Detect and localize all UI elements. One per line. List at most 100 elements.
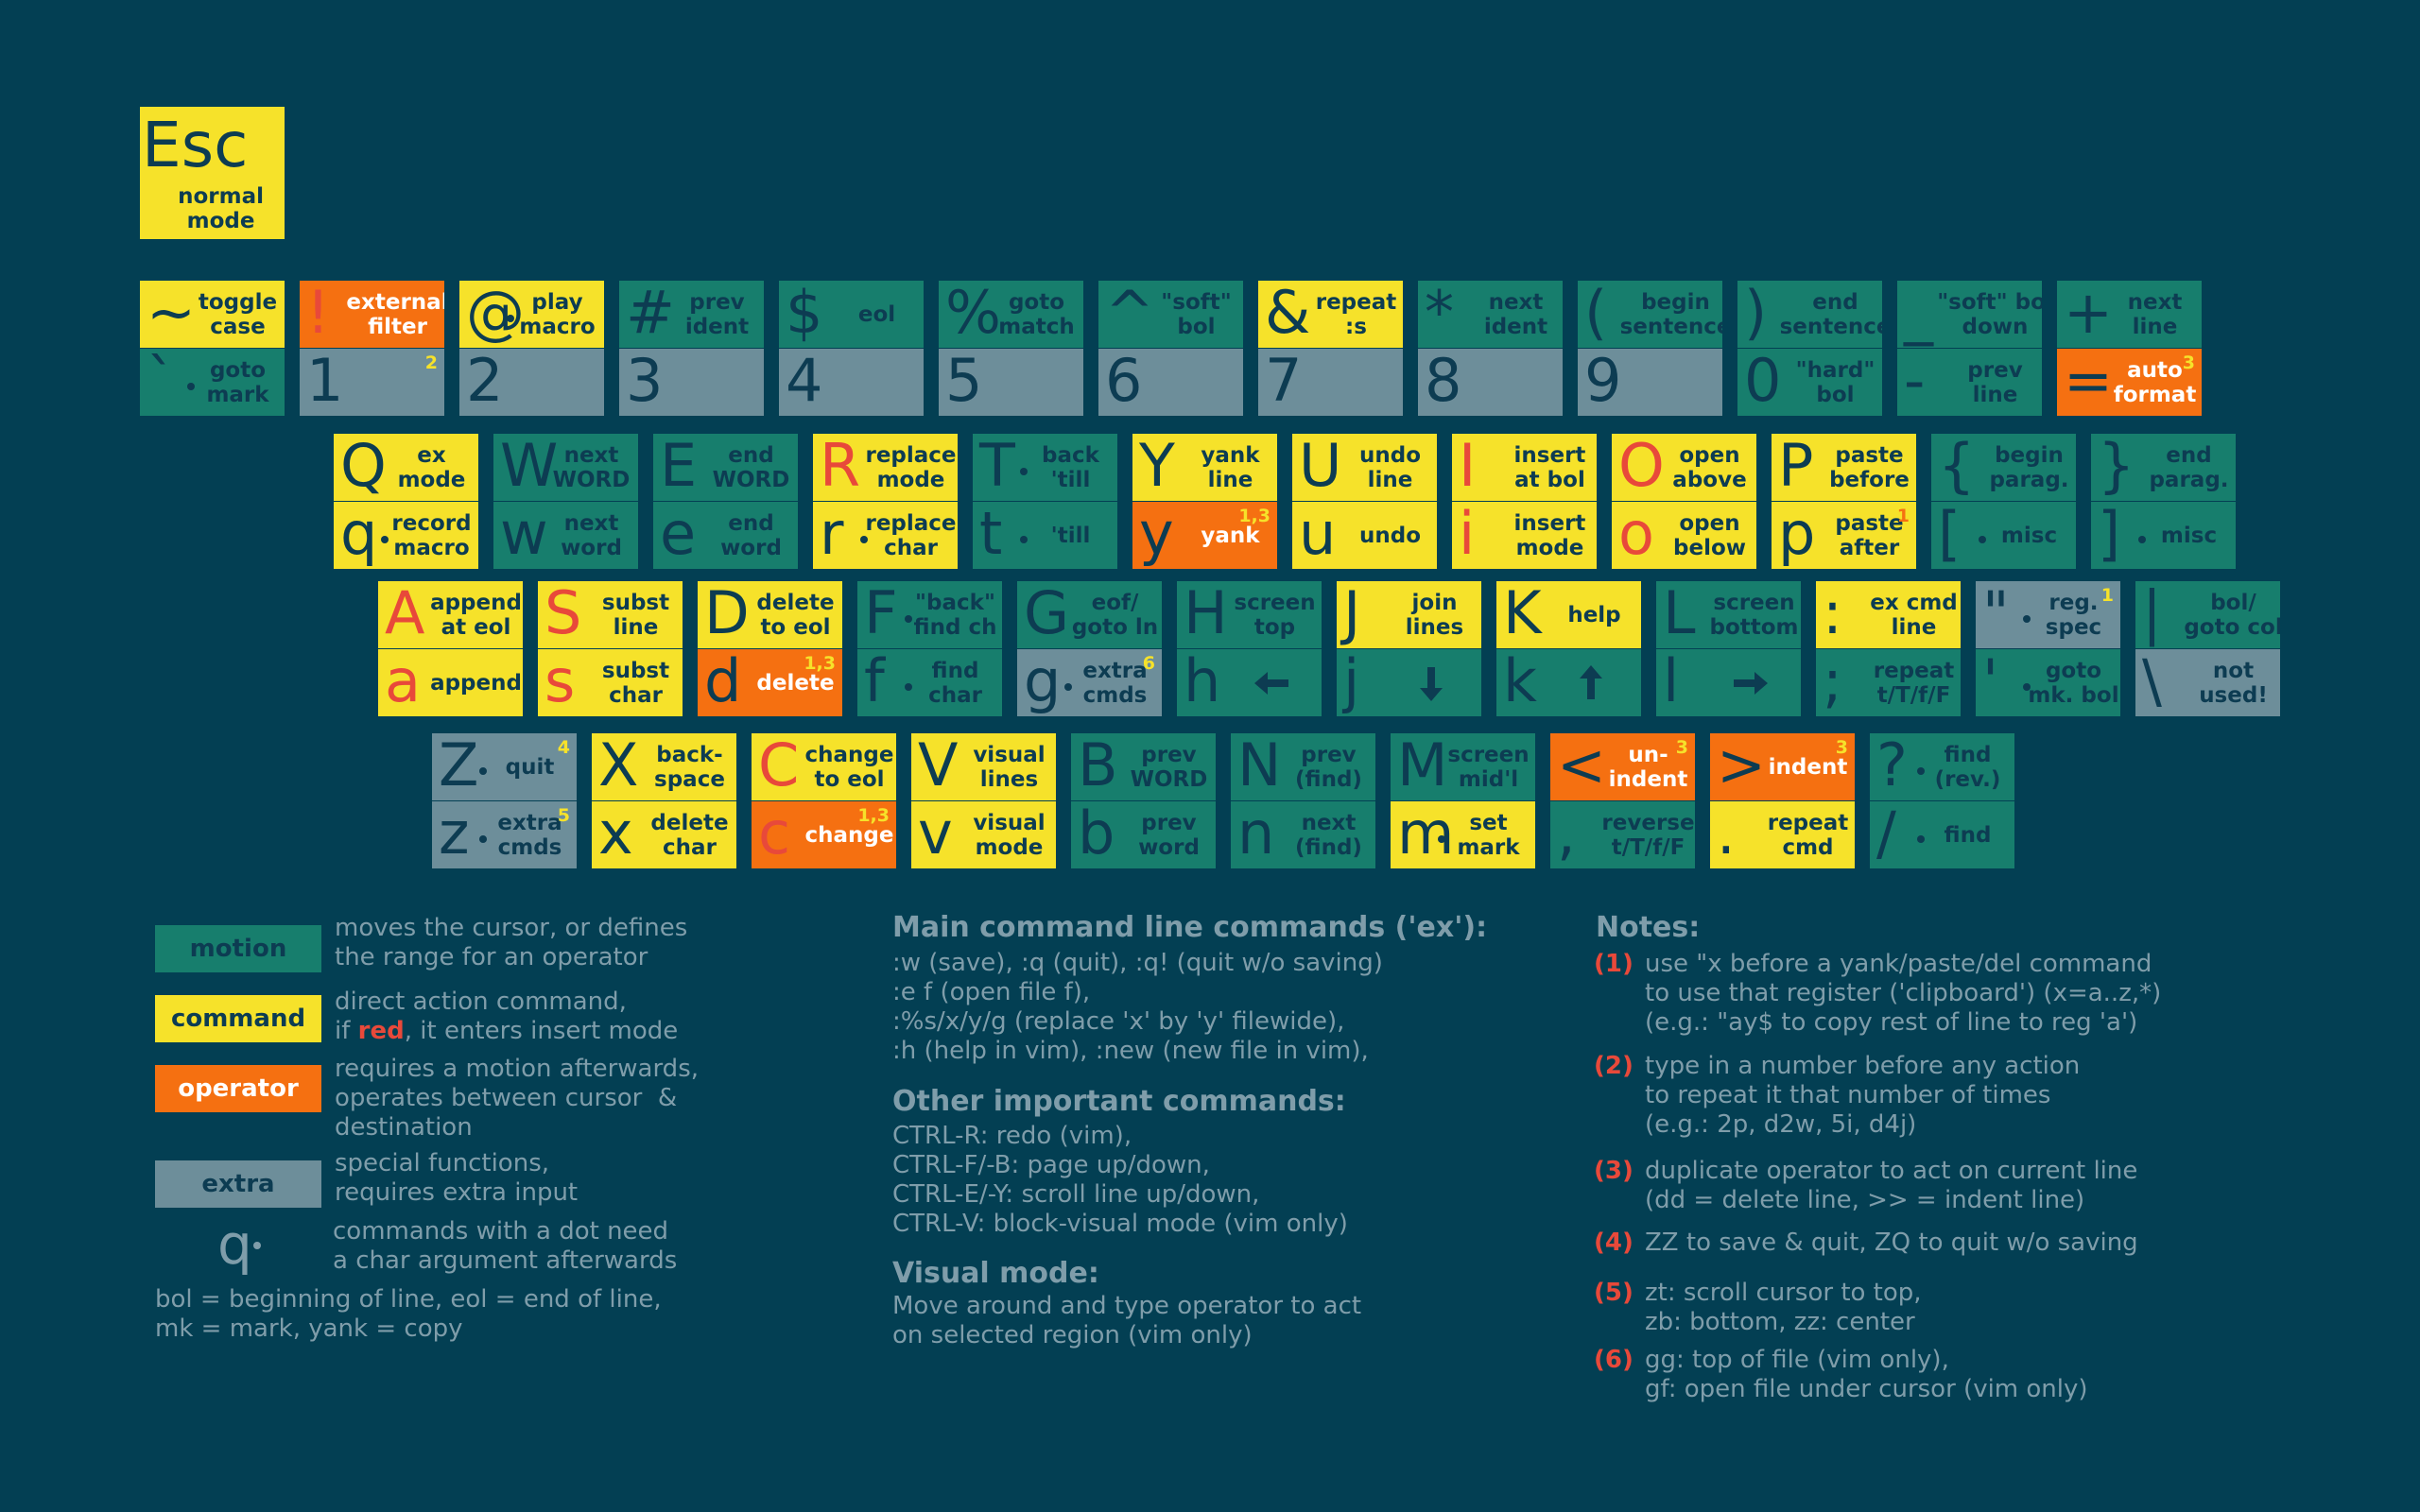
char-arg-dot [2138,536,2146,543]
key-a2-9: ; repeat t/T/f/F [1816,649,1961,716]
key-n1-5: %goto match [939,281,1083,348]
note-text: ZZ to save & quit, ZQ to quit w/o saving [1645,1228,2138,1257]
char-arg-dot [905,615,912,623]
key-n2-6: 6 [1098,349,1243,416]
key-note: 3 [2182,352,2195,373]
key-char: p [1778,502,1816,568]
key-label: reg. spec [2045,590,2102,640]
char-arg-dot [2023,615,2031,623]
key-n2-0: `goto mark [140,349,285,416]
note-text: gg: top of file (vim only), gf: open fil… [1645,1346,2088,1403]
key-label: play macro [519,289,596,339]
key-char: 9 [1584,349,1622,415]
key-n2-2: 2 [459,349,604,416]
key-char: V [918,733,959,799]
key-note: 5 [557,805,570,826]
key-q1-11: }end parag. [2091,434,2236,501]
key-label: next ident [1483,289,1548,339]
key-z2-9: /find [1870,801,2014,868]
key-label: extra cmds [1082,658,1148,708]
key-n2-7: 7 [1258,349,1403,416]
char-arg-dot [1020,536,1028,543]
key-n1-8: *next ident [1418,281,1563,348]
key-char: 4 [786,349,823,415]
key-char: u [1299,502,1337,568]
key-label: back- space [654,742,725,792]
key-label: "hard" bol [1795,357,1876,407]
key-char: h [1184,649,1221,715]
key-char: B [1078,733,1118,799]
char-arg-dot [1979,536,1986,543]
key-char: t [979,502,1003,568]
key-char: ^ [1105,281,1154,347]
key-char: % [945,281,1001,347]
key-char: P [1778,434,1814,500]
legend-dot-desc: commands with a dot need a char argument… [333,1217,678,1275]
legend-operator-desc: requires a motion afterwards, operates b… [335,1055,699,1142]
other-title: Other important commands: [892,1085,1346,1118]
key-label: eol [857,301,896,327]
visual-title: Visual mode: [892,1257,1099,1290]
key-char: + [2064,281,2113,347]
key-label: auto format [2113,357,2197,407]
key-a2-11: \not used! [2135,649,2280,716]
key-label: begin sentence [1619,289,1722,339]
key-char: l [1663,649,1680,715]
key-label: change [804,822,894,848]
key-label: repeat t/T/f/F [1873,658,1955,708]
key-label: next WORD [552,442,631,492]
key-label: open above [1672,442,1747,492]
key-char: R [820,434,861,500]
key-n1-4: $eol [779,281,924,348]
key-char: : [1823,581,1842,647]
key-z2-7: ,reverse t/T/f/F [1550,801,1695,868]
key-char: ; [1823,649,1842,715]
key-char: \ [2142,649,2162,715]
key-n1-11: _"soft" bol down [1897,281,2042,348]
key-label: screen top [1234,590,1316,640]
key-char: / [1876,801,1896,868]
key-label: "soft" bol down [1937,289,2042,339]
key-char: 1 [306,349,344,415]
key-char: ! [306,281,330,347]
key-char: y [1139,502,1174,568]
key-label: normal mode [178,184,264,233]
ex-body: :w (save), :q (quit), :q! (quit w/o savi… [892,949,1383,1065]
key-label: end WORD [712,442,790,492]
key-char: b [1078,801,1115,868]
key-label: begin parag. [1989,442,2069,492]
key-n1-2: @play macro [459,281,604,348]
key-char: O [1618,434,1665,500]
key-char: j [1343,649,1360,715]
key-char: C [758,733,800,799]
key-z2-8: .repeat cmd [1710,801,1855,868]
key-label: delete [756,670,835,696]
note-text: use "x before a yank/paste/del command t… [1645,950,2162,1037]
key-char: [ [1938,502,1962,568]
char-arg-dot [187,383,195,390]
key-char: | [2142,581,2162,647]
key-z1-9: ?find (rev.) [1870,733,2014,800]
key-char: < [1557,733,1606,799]
key-char: g [1024,649,1062,715]
key-char: = [2064,349,2113,415]
key-char: ` [147,349,176,415]
legend-command-box: command [155,995,321,1042]
key-char: T [979,434,1015,500]
key-note: 2 [424,352,438,373]
